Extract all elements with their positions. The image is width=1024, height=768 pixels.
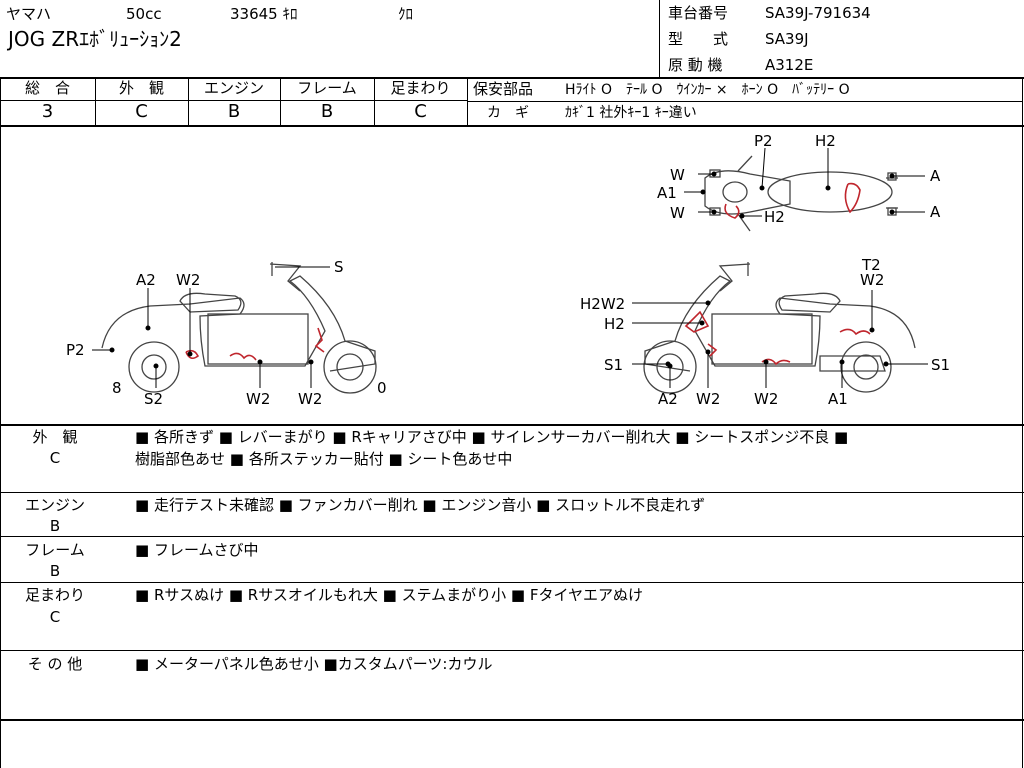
diagram-label: W2	[176, 271, 200, 289]
diagram-label: H2W2	[580, 295, 625, 313]
diagram-label: W	[670, 166, 685, 184]
diagram-label: H2	[764, 208, 785, 226]
exterior-label: 外 観	[118, 79, 164, 97]
divider	[0, 424, 1024, 426]
left-side-scooter	[101, 262, 377, 394]
frame-grade-label: フレーム	[297, 79, 357, 97]
diagram-label: W2	[860, 271, 884, 289]
diagram-label: H2	[604, 315, 625, 333]
divider	[0, 719, 1024, 721]
safety-label: 保安部品	[473, 80, 534, 98]
scooter-diagram: P2 H2 W A1 W H2 A A S A2 W2 P2 8 S2 W2 W…	[66, 132, 950, 408]
top-view-scooter	[704, 155, 898, 232]
grade-divider	[95, 78, 96, 125]
diagram-label: S2	[144, 390, 163, 408]
displacement: 50cc	[126, 5, 162, 23]
right-border	[1022, 78, 1023, 768]
section-text-suspension: ■ Rサスぬけ ■ Rサスオイルもれ大 ■ ステムまがり小 ■ Fタイヤエアぬけ	[135, 586, 644, 604]
grade-divider	[188, 78, 189, 125]
diagram-label: A2	[658, 390, 678, 408]
grade-label-line	[0, 100, 467, 101]
engine-grade-label: エンジン	[203, 79, 264, 97]
safety-line	[467, 101, 1023, 102]
grade-divider	[374, 78, 375, 125]
diagram-label: 8	[112, 379, 122, 397]
section-text-exterior-2: 樹脂部色あせ ■ 各所ステッカー貼付 ■ シート色あせ中	[135, 450, 513, 468]
diagram-label: W2	[298, 390, 322, 408]
mileage: 33645 ｷﾛ	[230, 5, 298, 23]
section-text-other: ■ メーターパネル色あせ小 ■カスタムパーツ:カウル	[135, 655, 493, 673]
diagram-label: A	[930, 167, 941, 185]
diagram-label: A2	[136, 271, 156, 289]
model-name: JOG ZRｴﾎﾞﾘｭｰｼｮﾝ2	[8, 27, 182, 51]
type-label: 型 式	[668, 30, 729, 48]
suspension-grade-label: 足まわり	[390, 79, 451, 97]
section-label-exterior: 外 観	[32, 428, 78, 446]
section-grade-suspension: C	[49, 608, 61, 626]
frame-no: SA39J-791634	[765, 4, 871, 22]
frame-grade: B	[320, 101, 334, 122]
diagram-label: A	[930, 203, 941, 221]
section-grade-exterior: C	[49, 449, 61, 467]
diagram-label: A1	[828, 390, 848, 408]
diagram-label: P2	[66, 341, 85, 359]
left-border	[0, 78, 1, 768]
section-label-frame: フレーム	[25, 541, 85, 559]
type-value: SA39J	[765, 30, 809, 48]
diagram-label: A1	[657, 184, 677, 202]
diagram-label: W2	[754, 390, 778, 408]
divider	[0, 492, 1024, 493]
section-label-engine: エンジン	[24, 496, 85, 514]
engine-value: A312E	[765, 56, 814, 74]
safety-items: Hﾗｲﾄ O ﾃｰﾙ O ｳｲﾝｶｰ × ﾎｰﾝ O ﾊﾞｯﾃﾘｰ O	[565, 82, 850, 98]
color: ｸﾛ	[398, 5, 414, 23]
section-text-frame: ■ フレームさび中	[135, 541, 259, 559]
exterior-grade: C	[135, 101, 148, 122]
diagram-label: S1	[931, 356, 950, 374]
maker: ヤマハ	[6, 5, 52, 23]
section-label-other: そ の 他	[27, 655, 83, 673]
diagram-label: H2	[815, 132, 836, 150]
divider	[0, 125, 1024, 127]
right-side-scooter	[643, 262, 916, 394]
section-text-exterior: ■ 各所きず ■ レバーまがり ■ Rキャリアさび中 ■ サイレンサーカバー削れ…	[135, 428, 849, 446]
section-label-suspension: 足まわり	[24, 586, 85, 604]
key-value: ｶｷﾞ1 社外ｷｰ1 ｷｰ違い	[565, 105, 697, 121]
frame-no-label: 車台番号	[668, 4, 729, 22]
diagram-label: S1	[604, 356, 623, 374]
diagram-label: T2	[861, 256, 881, 274]
divider	[0, 536, 1024, 537]
diagram-label: W	[670, 204, 685, 222]
header-divider	[659, 0, 660, 78]
overall-grade: 3	[41, 101, 54, 122]
engine-grade: B	[227, 101, 241, 122]
suspension-grade: C	[414, 101, 427, 122]
section-grade-frame: B	[49, 562, 61, 580]
divider	[0, 77, 1024, 79]
engine-label: 原 動 機	[668, 56, 723, 74]
diagram-label: W2	[696, 390, 720, 408]
diagram-label: 0	[377, 379, 387, 397]
divider	[0, 582, 1024, 583]
diagram-label: W2	[246, 390, 270, 408]
diagram-label: P2	[754, 132, 773, 150]
divider	[0, 650, 1024, 651]
diagram-label: S	[334, 258, 344, 276]
grade-divider	[280, 78, 281, 125]
key-label: カ ギ	[487, 105, 529, 121]
overall-label: 総 合	[24, 79, 70, 97]
section-grade-engine: B	[49, 517, 61, 535]
section-text-engine: ■ 走行テスト未確認 ■ ファンカバー削れ ■ エンジン音小 ■ スロットル不良…	[135, 496, 706, 514]
